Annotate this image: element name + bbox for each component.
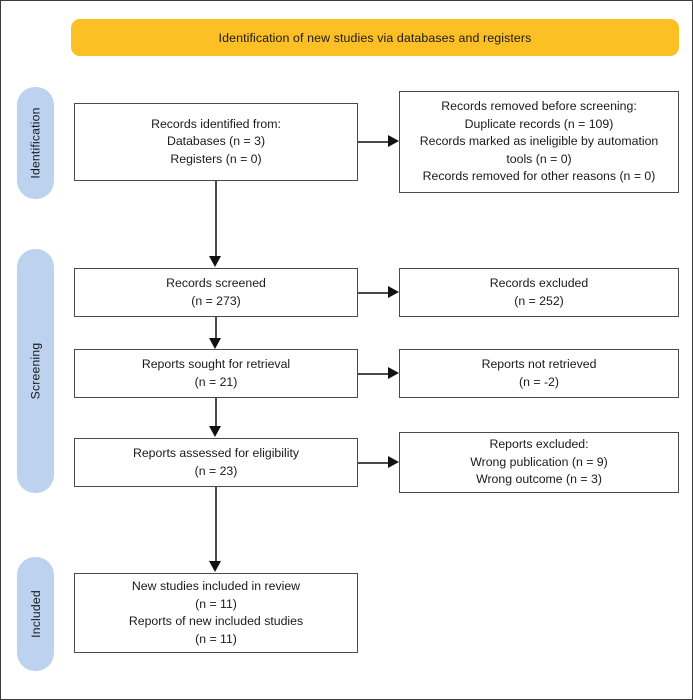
connector-screened-to-sought — [215, 317, 217, 343]
box-line: Records removed for other reasons (n = 0… — [422, 169, 656, 184]
box-line: (n = -2) — [519, 374, 559, 389]
box-reports-sought-retrieval: Reports sought for retrieval (n = 21) — [74, 349, 358, 398]
box-line: Records marked as ineligible by automati… — [419, 134, 659, 166]
connector-screened-to-excluded — [358, 292, 390, 294]
box-line: Wrong outcome (n = 3) — [476, 472, 602, 487]
box-line: (n = 252) — [514, 293, 564, 308]
stage-bar-included: Included — [17, 557, 54, 671]
arrowhead-right — [388, 367, 399, 379]
connector-sought-to-not-retrieved — [358, 373, 390, 375]
connector-identified-to-removed — [358, 141, 390, 143]
connector-sought-to-assessed — [215, 398, 217, 431]
box-line: Records identified from: — [151, 116, 281, 131]
box-records-excluded: Records excluded (n = 252) — [399, 268, 679, 317]
box-line: New studies included in review — [131, 579, 301, 593]
diagram-banner: Identification of new studies via databa… — [71, 19, 679, 56]
box-records-screened: Records screened (n = 273) — [74, 268, 358, 317]
stage-bar-identification: Identification — [17, 87, 54, 199]
arrowhead-down — [209, 256, 221, 267]
box-line: Reports sought for retrieval — [141, 357, 291, 371]
box-line: Reports assessed for eligibility — [132, 446, 300, 460]
box-reports-not-retrieved: Reports not retrieved (n = -2) — [399, 349, 679, 398]
box-line: Reports not retrieved — [481, 357, 597, 371]
arrowhead-right — [388, 286, 399, 298]
box-reports-assessed-eligibility: Reports assessed for eligibility (n = 23… — [74, 438, 358, 487]
box-line: Reports excluded: — [489, 437, 589, 452]
arrowhead-right — [388, 135, 399, 147]
arrowhead-down — [209, 561, 221, 572]
stage-bar-screening: Screening — [17, 249, 54, 493]
box-line: (n = 273) — [191, 293, 241, 308]
box-line: (n = 21) — [194, 374, 238, 389]
box-line: Databases (n = 3) — [166, 134, 266, 149]
connector-assessed-to-excluded — [358, 462, 390, 464]
arrowhead-down — [209, 426, 221, 437]
stage-label-screening: Screening — [28, 342, 43, 400]
box-line: Wrong publication (n = 9) — [470, 454, 608, 469]
arrowhead-right — [388, 456, 399, 468]
box-records-identified: Records identified from: Databases (n = … — [74, 103, 358, 181]
stage-label-included: Included — [28, 590, 43, 638]
box-line: Duplicate records (n = 109) — [464, 116, 614, 131]
box-new-studies-included: New studies included in review (n = 11) … — [74, 573, 358, 653]
box-line: Reports of new included studies — [128, 614, 304, 628]
box-reports-excluded: Reports excluded: Wrong publication (n =… — [399, 432, 679, 493]
box-line: Records screened — [166, 276, 266, 290]
stage-label-identification: Identification — [28, 107, 43, 179]
box-line: (n = 11) — [195, 596, 237, 611]
box-line: Records excluded — [489, 276, 589, 290]
box-line: Registers (n = 0) — [170, 151, 262, 166]
box-records-removed-before-screening: Records removed before screening: Duplic… — [399, 91, 679, 193]
box-line: (n = 23) — [194, 463, 238, 478]
box-line: Records removed before screening: — [441, 99, 637, 114]
banner-title: Identification of new studies via databa… — [218, 30, 532, 45]
arrowhead-down — [209, 338, 221, 349]
connector-assessed-to-included — [215, 487, 217, 566]
box-line: (n = 11) — [195, 631, 237, 646]
connector-identified-to-screened — [215, 181, 217, 259]
